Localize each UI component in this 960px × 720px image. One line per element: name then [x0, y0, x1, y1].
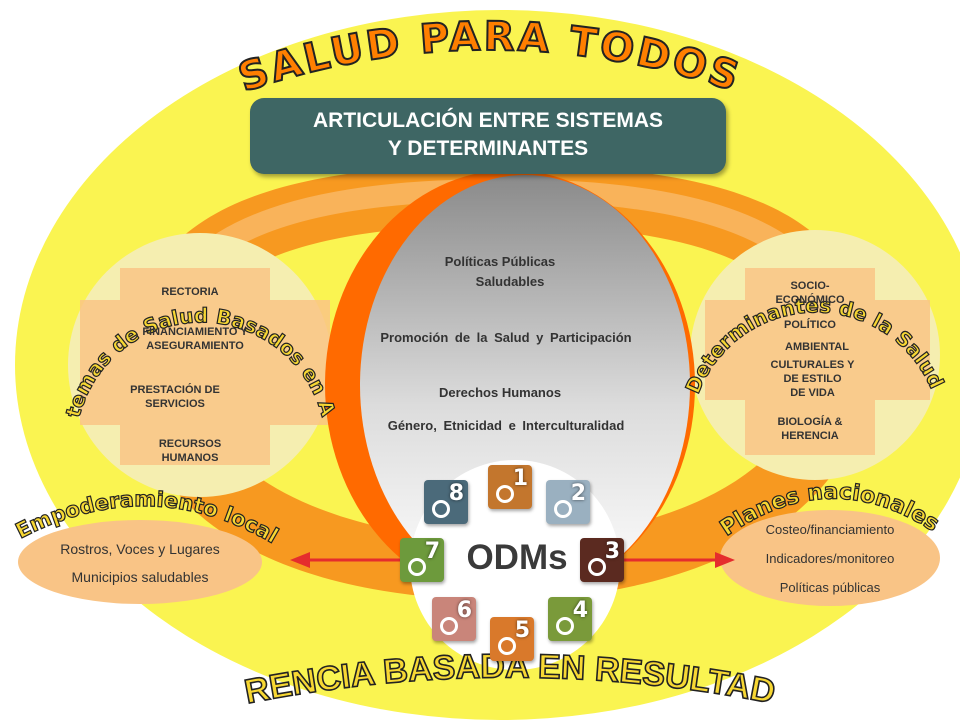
- left-item-recursos-2: HUMANOS: [161, 452, 219, 464]
- planes-item-costeo: Costeo/financiamiento: [765, 522, 895, 537]
- left-item-prestacion-2: SERVICIOS: [145, 398, 205, 410]
- center-item-politicas-2: Saludables: [475, 274, 545, 289]
- empoderamiento-item-rostros: Rostros, Voces y Lugares: [60, 541, 220, 557]
- right-item-biologia-1: BIOLOGÍA &: [777, 416, 843, 428]
- right-item-culturales-2: DE ESTILO: [783, 373, 842, 385]
- left-cross: [80, 268, 330, 465]
- odm-tile-8: 8: [424, 480, 468, 524]
- right-item-politico: POLÍTICO: [784, 319, 836, 331]
- odm-tile-6: 6: [432, 597, 476, 641]
- odm-tile-2: 2: [546, 480, 590, 524]
- left-red-arrow: [290, 552, 410, 568]
- odm-tile-3: 3: [580, 538, 624, 582]
- box-title-line1: ARTICULACIÓN ENTRE SISTEMAS: [312, 109, 663, 132]
- right-item-culturales-3: DE VIDA: [790, 387, 835, 399]
- planes-item-indicadores: Indicadores/monitoreo: [765, 551, 895, 566]
- empoderamiento-item-municipios: Municipios saludables: [71, 569, 209, 585]
- odms-label: ODMs: [466, 538, 568, 577]
- odm-tile-1: 1: [488, 465, 532, 509]
- right-item-biologia-2: HERENCIA: [781, 430, 839, 442]
- center-item-promocion: Promoción de la Salud y Participación: [380, 330, 632, 345]
- odm-tile-7: 7: [400, 538, 444, 582]
- left-item-financiamiento-1: FINANCIAMIENTO Y: [142, 326, 248, 338]
- left-item-recursos-1: RECURSOS: [158, 438, 222, 450]
- right-red-arrow: [618, 552, 735, 568]
- right-item-culturales-1: CULTURALES Y: [770, 359, 855, 371]
- odm-tile-5: 5: [490, 617, 534, 661]
- center-item-genero: Género, Etnicidad e Interculturalidad: [387, 418, 625, 433]
- left-item-prestacion-1: PRESTACIÓN DE: [130, 384, 220, 396]
- left-item-financiamiento-2: ASEGURAMIENTO: [146, 340, 244, 352]
- right-item-ambiental: AMBIENTAL: [785, 341, 849, 353]
- articulacion-title-box: ARTICULACIÓN ENTRE SISTEMAS Y DETERMINAN…: [250, 98, 726, 174]
- right-cross: [705, 268, 930, 455]
- left-bottom-ellipse: [18, 520, 262, 604]
- left-item-rectoria: RECTORIA: [161, 286, 219, 298]
- right-item-socio-2: ECONÓMICO: [775, 294, 845, 306]
- center-item-derechos: Derechos Humanos: [438, 385, 562, 400]
- center-item-politicas-1: Políticas Públicas: [444, 254, 556, 269]
- box-title-line2: Y DETERMINANTES: [387, 137, 589, 160]
- right-bottom-ellipse: [720, 510, 940, 606]
- right-item-socio-1: SOCIO-: [790, 280, 830, 292]
- planes-item-politicas: Políticas públicas: [779, 580, 881, 595]
- odm-tile-4: 4: [548, 597, 592, 641]
